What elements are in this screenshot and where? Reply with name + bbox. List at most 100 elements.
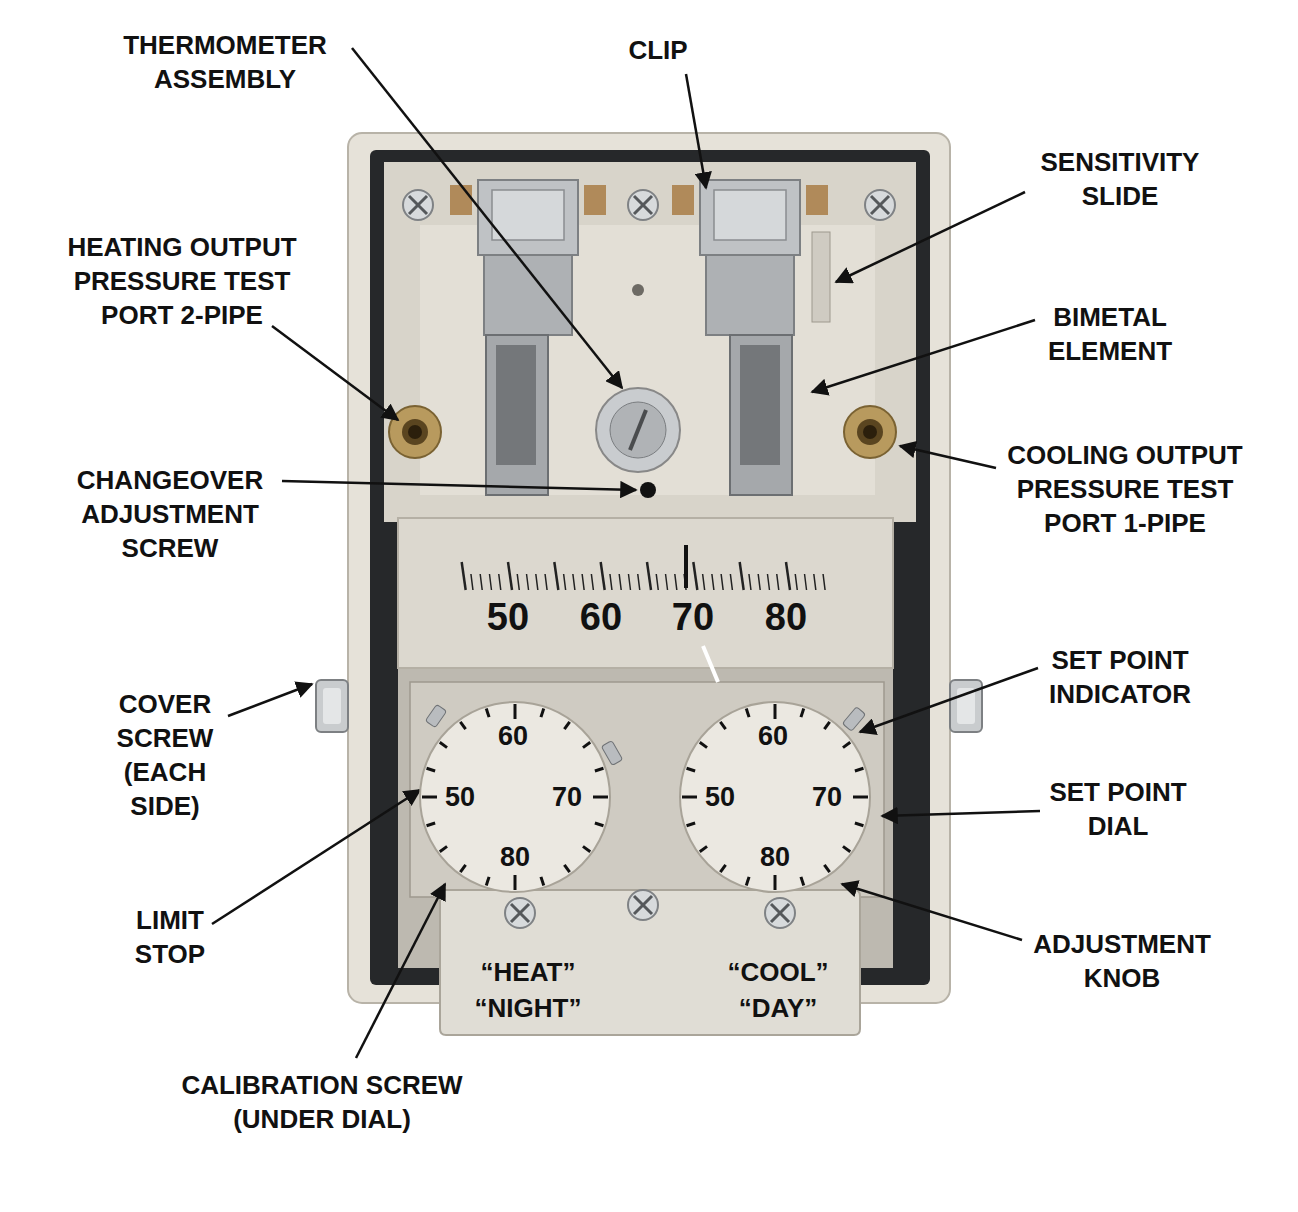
thermometer-assembly bbox=[640, 482, 656, 498]
dial-tick bbox=[514, 875, 517, 890]
dial-number: 70 bbox=[812, 783, 842, 813]
dial-tick bbox=[593, 796, 608, 799]
dial-tick bbox=[774, 704, 777, 719]
scale-plate bbox=[684, 545, 688, 588]
scale-plate bbox=[499, 574, 501, 590]
dial-tick bbox=[583, 742, 590, 747]
scale-number: 70 bbox=[672, 597, 714, 639]
scale-plate bbox=[480, 574, 482, 590]
part-label: LIMIT STOP bbox=[123, 903, 218, 971]
dial-tick bbox=[541, 709, 544, 718]
dial-face bbox=[680, 702, 870, 892]
dial-tick bbox=[746, 709, 749, 718]
scale-plate bbox=[582, 574, 584, 590]
clip-assembly bbox=[496, 345, 536, 465]
clip-assembly bbox=[584, 185, 606, 215]
dial-tick bbox=[460, 865, 465, 872]
scale-plate bbox=[730, 574, 732, 590]
leader-line bbox=[272, 326, 398, 420]
scale-plate bbox=[398, 518, 893, 668]
scale-plate bbox=[462, 562, 825, 590]
screw bbox=[765, 898, 795, 928]
part-label: COOLING OUTPUT PRESSURE TEST PORT 1-PIPE bbox=[993, 438, 1258, 540]
leader-line bbox=[860, 668, 1038, 732]
dial-tick bbox=[687, 823, 696, 826]
bottom-plate bbox=[440, 890, 860, 1035]
clip-assembly bbox=[484, 255, 572, 335]
dial-tick bbox=[855, 823, 864, 826]
part-label: ADJUSTMENT KNOB bbox=[1022, 927, 1222, 995]
dial-tick bbox=[595, 768, 604, 771]
scale-plate bbox=[545, 574, 547, 590]
dial-mode-label: “HEAT” “NIGHT” bbox=[466, 954, 591, 1026]
screw bbox=[628, 190, 658, 220]
screw bbox=[403, 190, 433, 220]
leader-line bbox=[686, 74, 706, 188]
scale-number: 60 bbox=[580, 597, 622, 639]
scale-plate bbox=[638, 574, 640, 590]
dial-tick bbox=[427, 768, 436, 771]
scale-plate bbox=[527, 574, 529, 590]
scale-plate bbox=[656, 574, 658, 590]
leader-line bbox=[282, 481, 636, 490]
thermostat-housing bbox=[420, 225, 875, 495]
leader-line bbox=[352, 48, 622, 388]
clip-assembly bbox=[740, 345, 780, 465]
thermostat-housing bbox=[384, 162, 916, 522]
dial-number: 60 bbox=[498, 722, 528, 752]
scale-plate bbox=[601, 562, 605, 590]
screw bbox=[765, 898, 795, 928]
screw bbox=[628, 890, 658, 920]
cover-screw bbox=[950, 680, 982, 732]
scale-plate bbox=[721, 574, 723, 590]
cover-screw bbox=[323, 688, 341, 724]
screw bbox=[865, 190, 895, 220]
dial-tick bbox=[514, 704, 517, 719]
dial-number: 50 bbox=[445, 783, 475, 813]
part-label: BIMETAL ELEMENT bbox=[1030, 300, 1190, 368]
test-port bbox=[857, 419, 883, 445]
scale-plate bbox=[823, 574, 825, 590]
thermostat-housing bbox=[410, 682, 884, 897]
leader-line bbox=[212, 48, 1040, 1058]
scale-plate bbox=[703, 646, 718, 682]
scale-plate bbox=[758, 574, 760, 590]
clip-assembly bbox=[450, 185, 472, 215]
set-point-dial: 60507080 bbox=[678, 700, 872, 894]
scale-plate bbox=[554, 562, 558, 590]
clip-assembly bbox=[706, 255, 794, 335]
dial-tick bbox=[427, 823, 436, 826]
screw bbox=[871, 196, 889, 214]
scale-plate bbox=[749, 574, 751, 590]
set-point-indicator bbox=[842, 707, 865, 732]
dial-tick bbox=[720, 722, 725, 729]
dial-tick bbox=[855, 768, 864, 771]
scale-plate bbox=[693, 562, 697, 590]
dial-tick bbox=[595, 823, 604, 826]
dial-tick bbox=[541, 877, 544, 886]
dial-tick bbox=[824, 865, 829, 872]
scale-plate bbox=[591, 574, 593, 590]
scale-plate bbox=[536, 574, 538, 590]
part-label: CALIBRATION SCREW (UNDER DIAL) bbox=[167, 1068, 477, 1136]
screw bbox=[771, 904, 789, 922]
screw bbox=[505, 898, 535, 928]
thermostat-housing bbox=[632, 284, 644, 296]
clip-assembly bbox=[730, 335, 792, 495]
scale-plate bbox=[610, 574, 612, 590]
leader-line bbox=[356, 884, 445, 1058]
clip-assembly bbox=[492, 190, 564, 240]
dial-tick bbox=[700, 846, 707, 851]
part-label: HEATING OUTPUT PRESSURE TEST PORT 2-PIPE bbox=[50, 230, 315, 332]
scale-plate bbox=[462, 562, 466, 590]
scale-plate bbox=[712, 574, 714, 590]
thermometer-assembly bbox=[610, 402, 666, 458]
part-label: THERMOMETER ASSEMBLY bbox=[110, 28, 340, 96]
scale-plate bbox=[767, 574, 769, 590]
scale-plate bbox=[740, 562, 744, 590]
clip-assembly bbox=[700, 180, 800, 255]
scale-plate bbox=[564, 574, 566, 590]
screw bbox=[628, 190, 658, 220]
scale-plate bbox=[628, 574, 630, 590]
